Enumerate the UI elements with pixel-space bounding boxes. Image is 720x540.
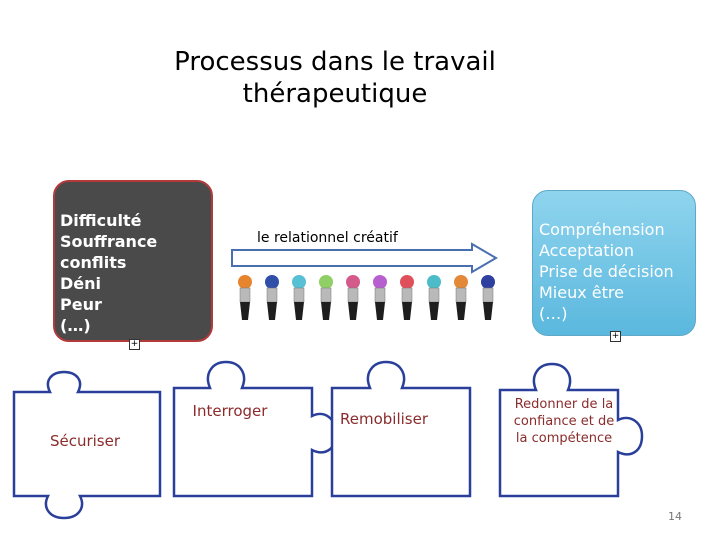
puzzle-label-remobiliser: Remobiliser — [339, 410, 428, 428]
arrow-label: le relationnel créatif — [257, 230, 398, 246]
outcomes-box: Compréhension Acceptation Prise de décis… — [532, 190, 696, 336]
right-item: Prise de décision — [539, 262, 674, 281]
paint-brush-icon — [481, 275, 495, 320]
puzzle-label-interroger: Interroger — [192, 402, 268, 420]
left-item: (…) — [60, 316, 91, 335]
right-item: Mieux être — [539, 283, 624, 302]
paint-brush-icon — [292, 275, 306, 320]
expand-plus-icon[interactable]: + — [129, 339, 140, 350]
left-item: Difficulté — [60, 211, 142, 230]
puzzle-label-securiser: Sécuriser — [49, 432, 121, 450]
puzzle-piece-2 — [172, 360, 338, 498]
difficulties-box: Difficulté Souffrance conflits Déni Peur… — [53, 180, 213, 342]
puzzle-piece-4 — [498, 362, 644, 498]
title-line-1: Processus dans le travail — [174, 47, 496, 77]
right-item: Acceptation — [539, 241, 634, 260]
paint-brush-icon — [427, 275, 441, 320]
paint-brush-icon — [319, 275, 333, 320]
puzzle-label-redonner: Redonner de la confiance et de la compét… — [513, 397, 615, 446]
paint-brush-icon — [454, 275, 468, 320]
slide-title: Processus dans le travail thérapeutique — [150, 46, 520, 110]
paint-brush-icon — [238, 275, 252, 320]
left-item: Souffrance — [60, 232, 158, 251]
expand-plus-icon[interactable]: + — [610, 331, 621, 342]
paint-brush-icon — [346, 275, 360, 320]
title-line-2: thérapeutique — [242, 79, 428, 109]
puzzle-piece-1 — [12, 370, 162, 520]
paint-brush-icon — [400, 275, 414, 320]
left-item: Peur — [60, 295, 102, 314]
right-item: (…) — [539, 304, 568, 323]
paint-brushes — [238, 275, 495, 320]
left-item: conflits — [60, 253, 127, 272]
right-item: Compréhension — [539, 220, 665, 239]
process-arrow-icon — [231, 242, 498, 274]
left-item: Déni — [60, 274, 102, 293]
paint-brush-icon — [265, 275, 279, 320]
page-number: 14 — [668, 510, 682, 523]
paint-brush-icon — [373, 275, 387, 320]
puzzle-piece-3 — [330, 360, 472, 498]
